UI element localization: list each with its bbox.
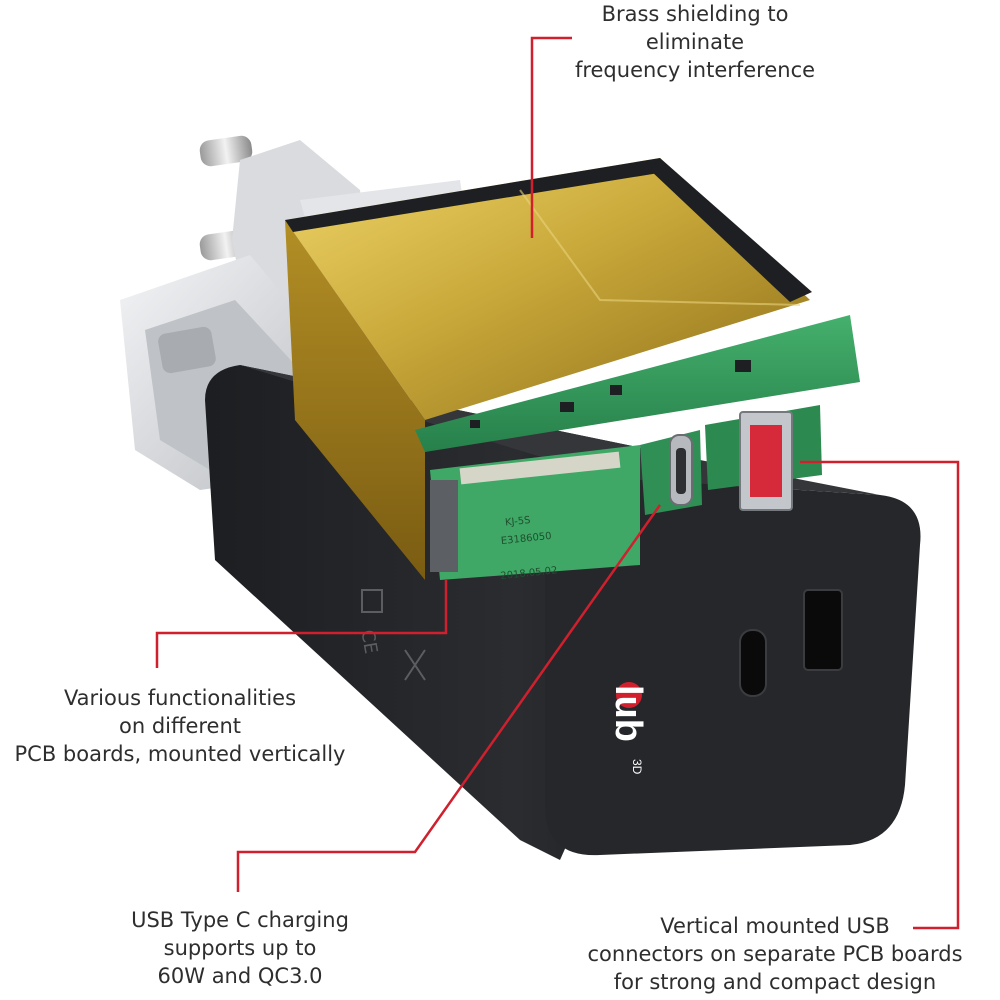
svg-text:KJ-5S: KJ-5S (505, 515, 531, 529)
callout-pcb-line-3: PCB boards, mounted vertically (14, 742, 346, 766)
brass-shield (285, 158, 812, 580)
callout-brass-line-1: Brass shielding to (601, 2, 789, 26)
callout-line-brass (530, 36, 572, 238)
callout-pcb-line-1: Various functionalities (63, 686, 297, 710)
callout-usb-type-c: USB Type C charging supports up to 60W a… (110, 906, 370, 990)
callout-usbc-line-3: 60W and QC3.0 (157, 964, 323, 988)
callout-vertical-usb: Vertical mounted USB connectors on separ… (580, 912, 970, 996)
callout-line-pcb (155, 580, 448, 668)
callout-vertical-line-2: connectors on separate PCB boards (587, 942, 963, 966)
svg-text:E3186050: E3186050 (500, 531, 552, 547)
svg-text:3D: 3D (630, 759, 644, 775)
callout-pcb-boards: Various functionalities on different PCB… (0, 684, 360, 768)
svg-text:lub: lub (607, 685, 649, 742)
callout-vertical-line-3: for strong and compact design (613, 970, 937, 994)
callout-usbc-line-2: supports up to (163, 936, 317, 960)
callout-pcb-line-2: on different (118, 714, 242, 738)
callout-vertical-line-1: Vertical mounted USB (660, 914, 890, 938)
callout-brass-line-2: eliminate (645, 30, 745, 54)
club3d-logo: lub 3D (607, 682, 649, 775)
callout-brass-shielding: Brass shielding to eliminate frequency i… (560, 0, 830, 84)
pcb-boards: E3186050 KJ-5S 2018.05.02 (415, 315, 860, 582)
usb-a-port (803, 589, 843, 671)
callout-brass-line-3: frequency interference (574, 58, 816, 82)
callout-lines (155, 36, 960, 930)
usb-c-port (739, 629, 767, 697)
callout-line-usbc (236, 504, 662, 892)
callout-usbc-line-1: USB Type C charging (131, 908, 349, 932)
callout-line-vertical (800, 460, 960, 930)
